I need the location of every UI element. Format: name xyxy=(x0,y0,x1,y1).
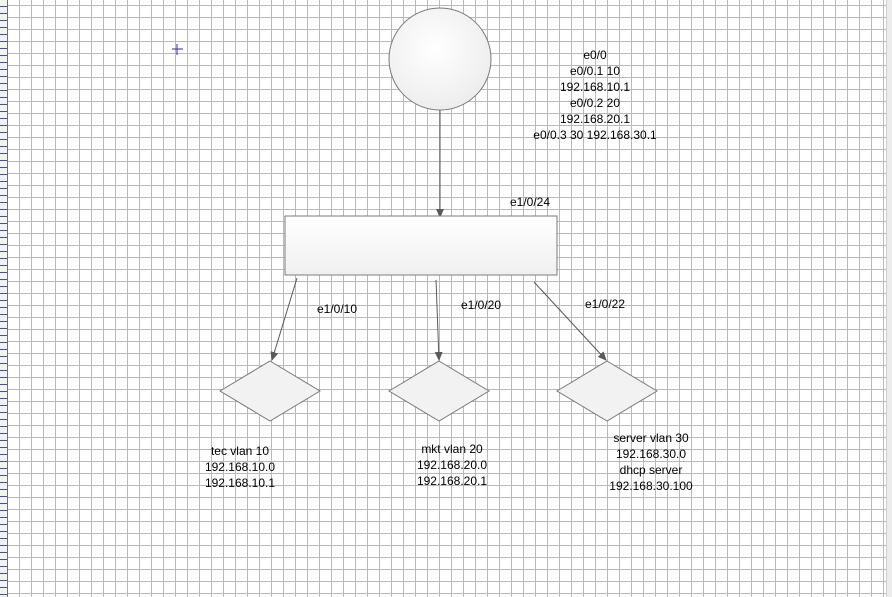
vlan-mkt-diamond[interactable] xyxy=(388,360,490,422)
crosshair-cursor-icon xyxy=(172,44,183,55)
vlan-server-label[interactable]: server vlan 30 192.168.30.0 dhcp server … xyxy=(609,431,693,493)
router-line: e0/0.3 30 192.168.30.1 xyxy=(533,128,657,142)
vlan-tec-diamond[interactable] xyxy=(219,360,321,422)
router-line: e0/0.1 10 xyxy=(569,64,621,78)
vlan-tec-label[interactable]: tec vlan 10 192.168.10.0 192.168.10.1 xyxy=(204,444,276,490)
vlan-mkt-label[interactable]: mkt vlan 20 192.168.20.0 192.168.20.1 xyxy=(416,442,488,488)
connector-switch-mkt[interactable] xyxy=(434,279,443,361)
router-line: 192.168.10.1 xyxy=(559,80,631,94)
connector-switch-server[interactable] xyxy=(533,281,607,361)
port-label-tec[interactable]: e1/0/10 xyxy=(316,302,358,316)
router-interfaces-label[interactable]: e0/0 e0/0.1 10 192.168.10.1 e0/0.2 20 19… xyxy=(520,47,670,143)
port-label-mkt[interactable]: e1/0/20 xyxy=(460,298,502,312)
router-line: e0/0 xyxy=(583,48,607,62)
connector-switch-tec[interactable] xyxy=(270,277,298,361)
vlan-server-diamond[interactable] xyxy=(556,360,658,422)
switch-rectangle[interactable] xyxy=(284,215,558,276)
port-label-server[interactable]: e1/0/22 xyxy=(584,297,626,311)
switch-uplink-port-label[interactable]: e1/0/24 xyxy=(509,195,551,209)
canvas-right-edge xyxy=(886,0,892,597)
vertical-ruler xyxy=(0,0,8,597)
router-line: e0/0.2 20 xyxy=(569,96,621,110)
router-line: 192.168.20.1 xyxy=(559,112,631,126)
router-circle[interactable] xyxy=(388,7,492,111)
